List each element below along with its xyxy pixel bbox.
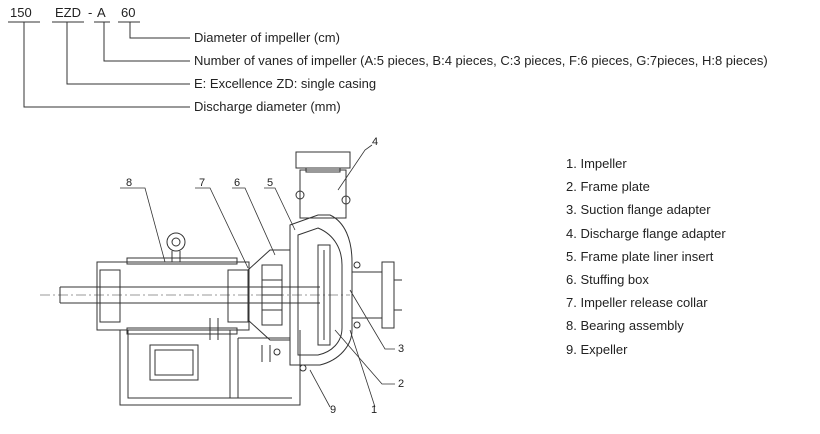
legend-item-suction-flange-adapter: 3. Suction flange adapter <box>566 202 711 218</box>
callout-3: 3 <box>398 343 405 355</box>
callout-2: 2 <box>398 378 405 390</box>
code-impeller-diameter: 60 <box>121 5 136 20</box>
legend-item-impeller-release-collar: 7. Impeller release collar <box>566 295 708 311</box>
callout-1: 1 <box>371 404 378 416</box>
callout-6: 6 <box>234 177 241 189</box>
code-vanes: A <box>97 5 106 20</box>
desc-discharge-diameter: Discharge diameter (mm) <box>194 99 341 114</box>
desc-vanes: Number of vanes of impeller (A:5 pieces,… <box>194 53 768 68</box>
callout-5: 5 <box>267 177 274 189</box>
legend-item-stuffing-box: 6. Stuffing box <box>566 271 649 287</box>
code-series: EZD <box>55 5 81 20</box>
code-dash: - <box>88 5 93 20</box>
callout-7: 7 <box>199 177 206 189</box>
legend-item-expeller: 9. Expeller <box>566 341 628 357</box>
legend-item-bearing-assembly: 8. Bearing assembly <box>566 318 684 334</box>
legend-item-impeller: 1. Impeller <box>566 156 627 171</box>
callout-4: 4 <box>372 136 379 148</box>
code-discharge-diameter: 150 <box>10 5 32 20</box>
parts-legend: 1. Impeller 2. Frame plate 3. Suction fl… <box>566 155 726 364</box>
legend-item-discharge-flange-adapter: 4. Discharge flange adapter <box>566 225 726 241</box>
legend-item-frame-plate: 2. Frame plate <box>566 179 650 195</box>
callout-8: 8 <box>126 177 133 189</box>
desc-casing: E: Excellence ZD: single casing <box>194 76 377 91</box>
legend-item-frame-plate-liner-insert: 5. Frame plate liner insert <box>566 248 714 264</box>
callout-9: 9 <box>330 404 337 416</box>
desc-impeller-diameter: Diameter of impeller (cm) <box>194 30 340 45</box>
